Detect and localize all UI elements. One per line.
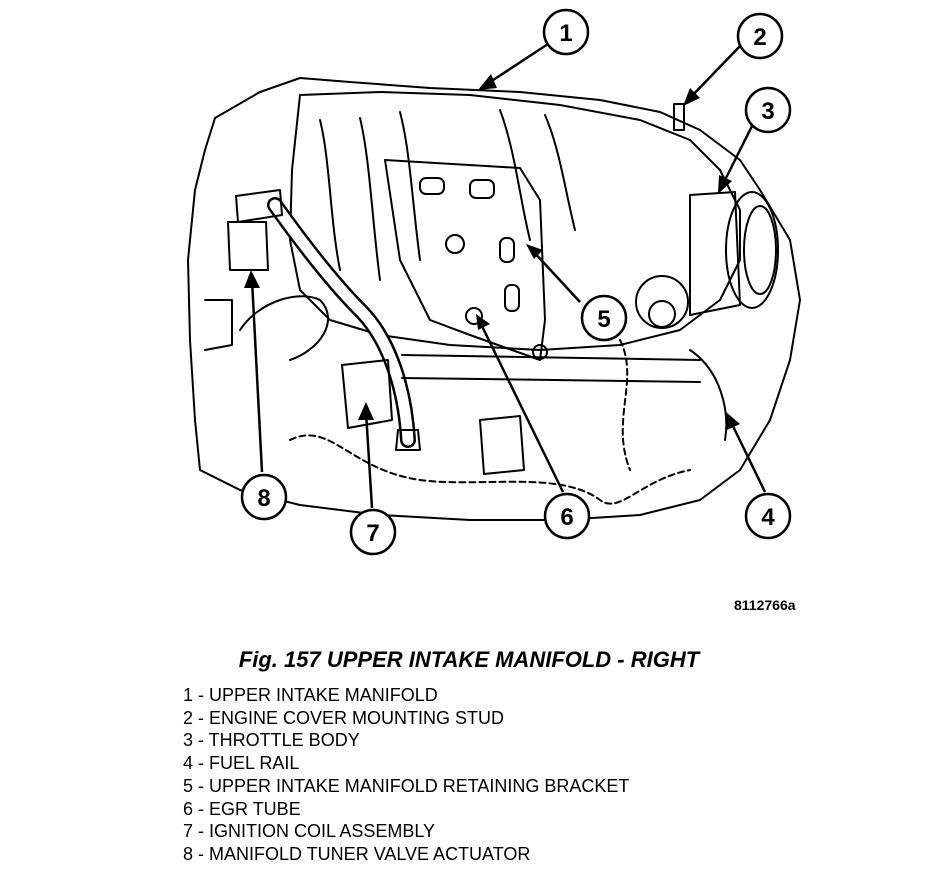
bracket-slot [419, 177, 445, 195]
bracket-bolt [445, 234, 465, 254]
callout-4: 4 [744, 492, 792, 540]
fuel-line [689, 349, 728, 441]
arrowhead-8 [244, 270, 260, 288]
leader-line-2 [687, 43, 743, 101]
legend-list: 1 - UPPER INTAKE MANIFOLD 2 - ENGINE COV… [183, 684, 629, 866]
tuner-valve-actuator [227, 221, 269, 271]
callout-1-label: 1 [559, 20, 572, 47]
throttle-housing [689, 191, 741, 316]
leader-line-6 [478, 321, 565, 493]
leader-line-5 [531, 249, 581, 303]
ignition-coil [341, 359, 393, 429]
leader-line-7 [364, 411, 374, 509]
arrowhead-1 [478, 74, 497, 90]
manifold-runner [319, 119, 341, 271]
engine-illustration: 1 2 3 4 5 6 7 8 [187, 8, 801, 556]
wiring-harness [619, 339, 631, 471]
callout-3: 3 [744, 86, 792, 134]
ignition-coil [479, 415, 525, 475]
leader-line-3 [720, 125, 754, 187]
egr-tube-tip [395, 429, 421, 451]
callout-4-label: 4 [761, 504, 775, 531]
bracket-slot [504, 284, 520, 312]
callout-8: 8 [240, 473, 288, 521]
callout-2-label: 2 [753, 24, 766, 51]
callout-7-label: 7 [366, 520, 379, 547]
callout-1: 1 [542, 8, 590, 56]
callout-5: 5 [580, 294, 628, 342]
lower-hose [239, 295, 330, 361]
idle-air-motor-center [648, 300, 676, 328]
callout-8-label: 8 [257, 485, 270, 512]
arrowhead-6 [476, 314, 490, 330]
legend-item: 3 - THROTTLE BODY [183, 730, 360, 751]
lower-hose [204, 299, 233, 351]
fuel-rail [401, 354, 701, 383]
manifold-runner [399, 111, 421, 261]
legend-item: 8 - MANIFOLD TUNER VALVE ACTUATOR [183, 843, 531, 864]
manifold-runner [359, 117, 381, 281]
callout-5-label: 5 [597, 306, 610, 333]
engine-outline [187, 77, 801, 521]
egr-tube-inner [269, 199, 414, 446]
intake-manifold [289, 91, 741, 351]
leader-line-4 [728, 419, 767, 493]
actuator-bracket [235, 189, 283, 223]
legend-item: 6 - EGR TUBE [183, 798, 301, 819]
arrowhead-7 [358, 402, 374, 420]
legend-item: 5 - UPPER INTAKE MANIFOLD RETAINING BRAC… [183, 775, 630, 796]
arrowhead-5 [526, 244, 543, 259]
legend-item: 1 - UPPER INTAKE MANIFOLD [183, 685, 438, 705]
legend-item: 7 - IGNITION COIL ASSEMBLY [183, 821, 436, 842]
bracket-bolt [532, 344, 548, 360]
manifold-runner [544, 114, 576, 231]
bracket-slot [469, 179, 495, 199]
leader-line-1 [483, 42, 549, 88]
throttle-body [725, 191, 779, 309]
reference-code: 8112766a [734, 597, 796, 613]
retaining-bracket [384, 159, 546, 361]
throttle-body-bore [743, 205, 777, 295]
callout-6-label: 6 [560, 504, 573, 531]
callout-7: 7 [349, 508, 397, 556]
callout-2: 2 [736, 12, 784, 60]
wiring-harness [289, 434, 691, 505]
bracket-slot [499, 237, 515, 263]
manifold-runner [499, 109, 531, 241]
arrowhead-4 [726, 412, 740, 430]
leader-line-8 [250, 279, 264, 473]
arrowhead-2 [683, 88, 700, 106]
callout-3-label: 3 [761, 98, 774, 125]
bracket-bolt [465, 307, 483, 325]
callout-6: 6 [543, 492, 591, 540]
legend-item: 4 - FUEL RAIL [183, 753, 300, 774]
legend-item: 2 - ENGINE COVER MOUNTING STUD [183, 707, 505, 728]
figure-title: Fig. 157 UPPER INTAKE MANIFOLD - RIGHT [238, 647, 700, 672]
arrowhead-3 [718, 175, 732, 194]
cover-stud [673, 103, 685, 131]
